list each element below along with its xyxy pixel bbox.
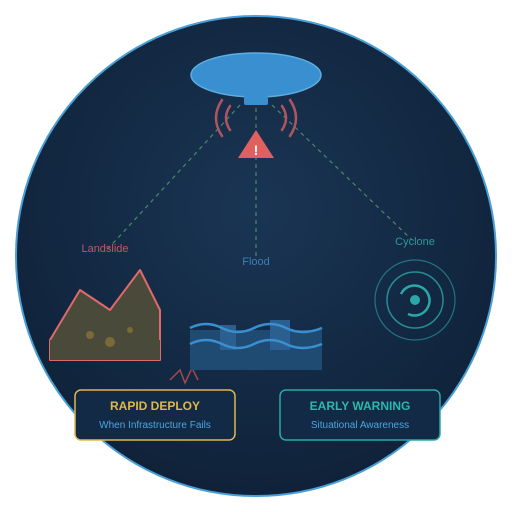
signal-arcs <box>214 98 298 138</box>
warning-triangle-icon: ! <box>238 130 274 158</box>
landslide-icon <box>49 269 161 361</box>
card-early-title: EARLY WARNING <box>310 399 411 413</box>
card-early-subtitle: Situational Awareness <box>311 420 409 431</box>
cyclone-icon <box>374 259 456 341</box>
card-rapid-deploy: RAPID DEPLOY When Infrastructure Fails <box>74 389 236 441</box>
hazard-label-landslide: Landslide <box>81 243 128 255</box>
card-early-warning: EARLY WARNING Situational Awareness <box>279 389 441 441</box>
satellite-dish-icon <box>190 52 322 105</box>
hazard-label-flood: Flood <box>242 256 270 268</box>
card-rapid-subtitle: When Infrastructure Fails <box>99 420 211 431</box>
card-rapid-title: RAPID DEPLOY <box>110 399 200 413</box>
crack-icon <box>169 366 199 385</box>
flood-waves-icon <box>189 320 323 370</box>
alert-symbol: ! <box>254 142 259 158</box>
hazard-label-cyclone: Cyclone <box>395 236 435 248</box>
